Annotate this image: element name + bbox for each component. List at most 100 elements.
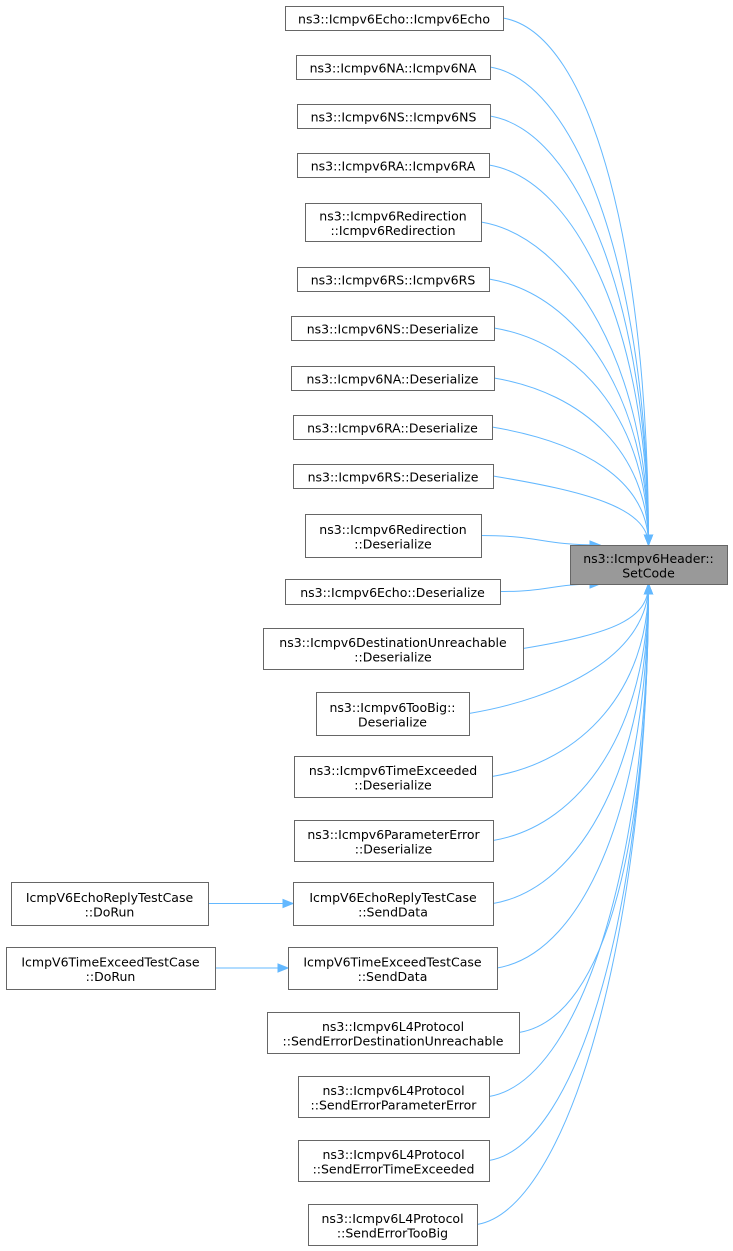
node-label: ns3::Icmpv6RA::Deserialize [307,421,478,436]
node-n15[interactable]: ns3::Icmpv6ParameterError::Deserialize [294,820,494,862]
node-box [267,1012,520,1054]
node-n6[interactable]: ns3::Icmpv6NS::Deserialize [291,316,495,341]
nodes: ns3::Icmpv6Header::SetCodens3::Icmpv6Ech… [6,6,728,1246]
node-label: ns3::Icmpv6L4Protocol [321,1211,463,1226]
node-target[interactable]: ns3::Icmpv6Header::SetCode [570,545,728,585]
node-n0[interactable]: ns3::Icmpv6Echo::Icmpv6Echo [285,6,504,31]
edge-n2-to-target [489,115,649,546]
node-box [316,692,470,736]
node-n23[interactable]: IcmpV6TimeExceedTestCase::DoRun [6,947,216,990]
node-label: ::SendErrorParameterError [311,1097,478,1112]
node-label: ::Deserialize [354,536,432,551]
node-box [285,6,504,31]
node-box [305,514,482,558]
node-label: ::Deserialize [354,649,432,664]
node-n1[interactable]: ns3::Icmpv6NA::Icmpv6NA [296,55,491,80]
edge-n0-to-target [502,17,649,546]
node-box [297,104,491,129]
node-label: ns3::Icmpv6RS::Icmpv6RS [311,273,476,288]
arrowhead-n21 [643,582,654,595]
node-label: ::DoRun [86,969,136,984]
node-n19[interactable]: ns3::Icmpv6L4Protocol::SendErrorParamete… [298,1076,490,1118]
node-box [291,366,495,391]
node-n8[interactable]: ns3::Icmpv6RA::Deserialize [293,415,493,440]
node-label: SetCode [622,565,675,580]
edge-n4-to-target [480,221,649,546]
arrowhead-n9 [643,534,654,547]
node-n10[interactable]: ns3::Icmpv6Redirection::Deserialize [305,514,482,558]
node-box [294,756,493,798]
node-label: ns3::Icmpv6L4Protocol [322,1019,464,1034]
node-n7[interactable]: ns3::Icmpv6NA::Deserialize [291,366,495,391]
node-n5[interactable]: ns3::Icmpv6RS::Icmpv6RS [297,267,490,292]
node-n13[interactable]: ns3::Icmpv6TooBig::Deserialize [316,692,470,736]
node-n14[interactable]: ns3::Icmpv6TimeExceeded::Deserialize [294,756,493,798]
node-n4[interactable]: ns3::Icmpv6Redirection::Icmpv6Redirectio… [305,203,482,242]
node-label: ns3::Icmpv6L4Protocol [322,1147,464,1162]
node-n12[interactable]: ns3::Icmpv6DestinationUnreachable::Deser… [263,628,524,670]
node-label: IcmpV6EchoReplyTestCase [26,890,194,905]
node-label: ::Deserialize [355,841,433,856]
node-label: ns3::Icmpv6RS::Deserialize [308,470,479,485]
node-label: ns3::Icmpv6RA::Icmpv6RA [311,159,476,174]
node-label: ns3::Icmpv6L4Protocol [322,1083,464,1098]
node-label: ns3::Icmpv6NS::Icmpv6NS [311,110,477,125]
node-box [305,203,482,242]
edge-n14-to-target [491,583,649,777]
node-label: ns3::Icmpv6Redirection [319,208,466,223]
edge-n12-to-target [522,583,649,649]
edge-n19-to-target [488,583,649,1097]
node-n21[interactable]: ns3::Icmpv6L4Protocol::SendErrorTooBig [308,1204,478,1246]
edges [208,17,654,1225]
node-box [288,947,498,990]
node-box [293,464,494,489]
node-n3[interactable]: ns3::Icmpv6RA::Icmpv6RA [297,153,490,178]
node-box [285,579,501,605]
edge-n15-to-target [492,583,649,841]
edge-n9-to-target [492,475,649,546]
node-box [11,882,209,926]
node-label: IcmpV6TimeExceedTestCase [21,954,200,969]
edge-n8-to-target [491,426,649,546]
edge-n13-to-target [468,583,649,714]
node-label: ::SendErrorDestinationUnreachable [283,1033,504,1048]
edge-n7-to-target [493,377,649,546]
node-box [6,947,216,990]
node-box [291,316,495,341]
node-label: ::DoRun [85,904,135,919]
node-label: IcmpV6TimeExceedTestCase [303,954,482,969]
node-label: ns3::Icmpv6Header:: [583,551,714,566]
node-n17[interactable]: IcmpV6TimeExceedTestCase::SendData [288,947,498,990]
node-label: ::SendData [358,904,428,919]
edge-n5-to-target [488,278,649,546]
node-box [294,820,494,862]
arrowhead-n22 [282,898,295,909]
node-n18[interactable]: ns3::Icmpv6L4Protocol::SendErrorDestinat… [267,1012,520,1054]
edge-n17-to-target [496,583,649,969]
node-n11[interactable]: ns3::Icmpv6Echo::Deserialize [285,579,501,605]
node-n2[interactable]: ns3::Icmpv6NS::Icmpv6NS [297,104,491,129]
node-n9[interactable]: ns3::Icmpv6RS::Deserialize [293,464,494,489]
node-box [298,1076,490,1118]
node-label: ::Deserialize [354,777,432,792]
node-label: ::Icmpv6Redirection [330,223,455,238]
node-box [297,267,490,292]
node-label: ns3::Icmpv6Echo::Deserialize [300,585,485,600]
node-box [293,415,493,440]
node-box [263,628,524,670]
edge-n1-to-target [489,66,649,546]
edge-n11-to-target [499,583,601,592]
node-label: ::SendErrorTimeExceeded [313,1161,475,1176]
node-label: ns3::Icmpv6NS::Deserialize [307,322,479,337]
node-label: ns3::Icmpv6DestinationUnreachable [279,635,507,650]
edge-n16-to-target [492,583,649,904]
node-n20[interactable]: ns3::Icmpv6L4Protocol::SendErrorTimeExce… [298,1140,490,1182]
node-n22[interactable]: IcmpV6EchoReplyTestCase::DoRun [11,882,209,926]
node-label: ns3::Icmpv6ParameterError [307,827,480,842]
edge-n6-to-target [493,327,649,546]
node-box [298,1140,490,1182]
node-label: ns3::Icmpv6NA::Deserialize [307,372,479,387]
node-n16[interactable]: IcmpV6EchoReplyTestCase::SendData [293,882,494,926]
arrowhead-n23 [277,963,290,973]
